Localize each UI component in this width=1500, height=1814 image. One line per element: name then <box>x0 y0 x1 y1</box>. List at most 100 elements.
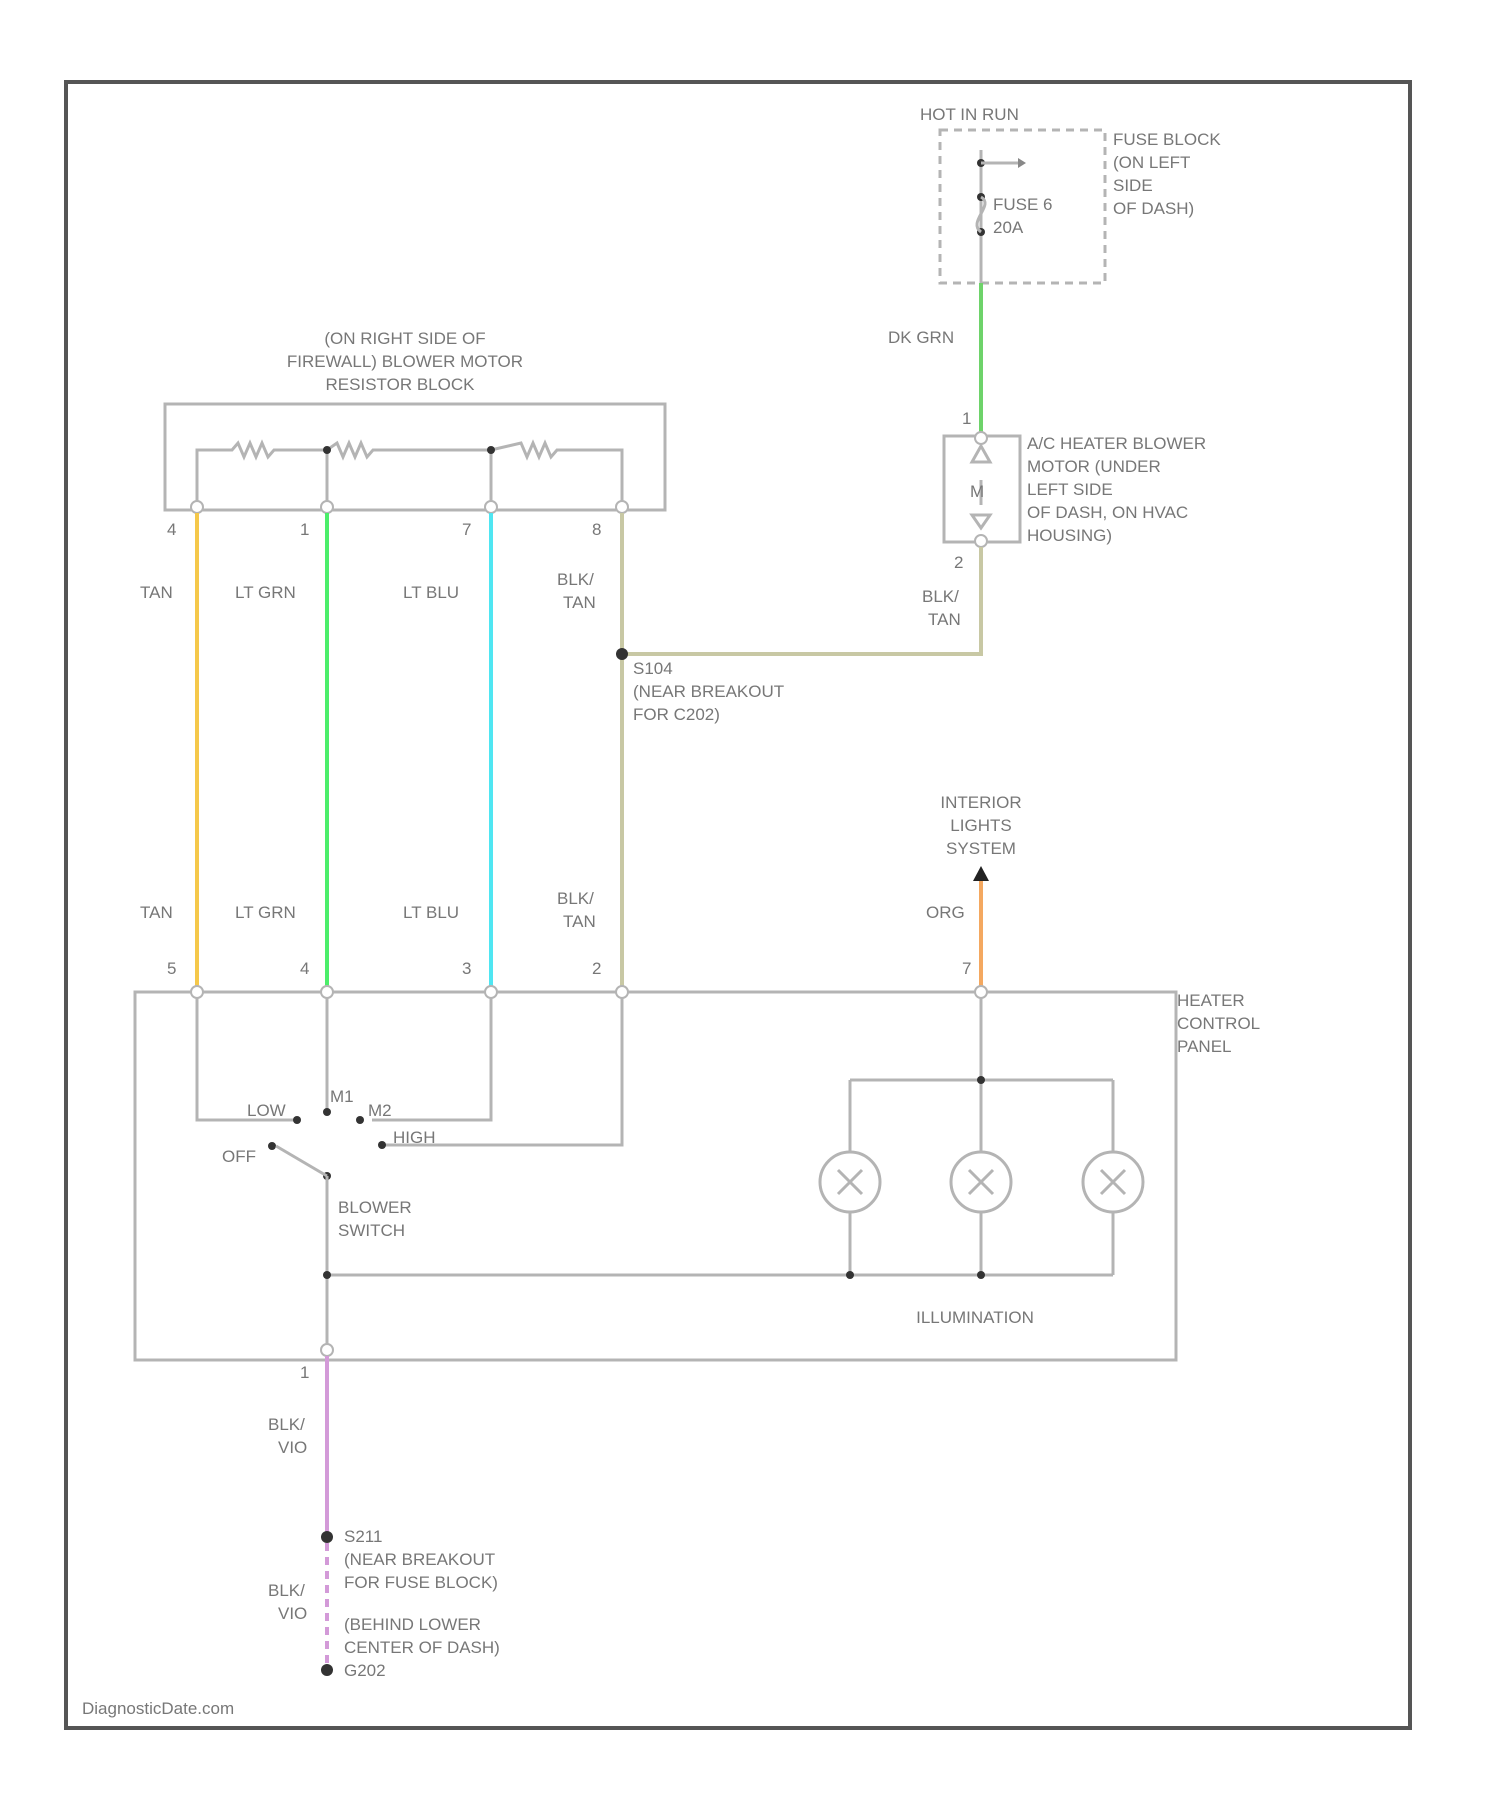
blower-motor-symbol-text: M <box>970 482 984 501</box>
switch-off-contact <box>268 1142 276 1150</box>
fuse-6-label: FUSE 6 <box>993 195 1053 214</box>
panel-pin-1: 1 <box>300 1363 309 1382</box>
blower-motor-label-2: MOTOR (UNDER <box>1027 457 1161 476</box>
illumination-feed <box>327 998 1113 1275</box>
s211-splice-node <box>321 1531 333 1543</box>
interior-lights-arrow <box>973 866 989 881</box>
resistor-block-box <box>165 404 665 510</box>
switch-pos-low: LOW <box>247 1101 286 1120</box>
blk-tan-top-label-1: BLK/ <box>557 570 594 589</box>
ground-label-2: CENTER OF DASH) <box>344 1638 500 1657</box>
panel-pin-2-terminal <box>616 986 628 998</box>
panel-pin-4-terminal <box>321 986 333 998</box>
resistor-pin-7: 7 <box>462 520 471 539</box>
s104-label-2: (NEAR BREAKOUT <box>633 682 784 701</box>
interior-lights-label-1: INTERIOR <box>940 793 1021 812</box>
hot-in-run-label: HOT IN RUN <box>920 105 1019 124</box>
fuse-block-location-4: OF DASH) <box>1113 199 1194 218</box>
resistor-pin-1-terminal <box>321 501 333 513</box>
tan-top-label: TAN <box>140 583 173 602</box>
panel-pin-5-terminal <box>191 986 203 998</box>
lt-blu-bottom-label: LT BLU <box>403 903 459 922</box>
resistor-pin-4-terminal <box>191 501 203 513</box>
interior-lights-label-3: SYSTEM <box>946 839 1016 858</box>
blk-vio-label-2a: BLK/ <box>268 1581 305 1600</box>
lamp-3-icon <box>1083 1152 1143 1212</box>
illumination-ground-node-2 <box>846 1271 854 1279</box>
watermark: DiagnosticDate.com <box>82 1699 234 1718</box>
ground-label-3: G202 <box>344 1661 386 1680</box>
blk-vio-label-2b: VIO <box>278 1604 307 1623</box>
illumination-ground-node-3 <box>977 1271 985 1279</box>
resistor-block-label-1: (ON RIGHT SIDE OF <box>324 329 485 348</box>
motor-blk-tan-label-1: BLK/ <box>922 587 959 606</box>
blk-tan-top-label-2: TAN <box>563 593 596 612</box>
resistor-pin-8: 8 <box>592 520 601 539</box>
heater-panel-label-2: CONTROL <box>1177 1014 1260 1033</box>
s211-label-2: (NEAR BREAKOUT <box>344 1550 495 1569</box>
blk-vio-label-1a: BLK/ <box>268 1415 305 1434</box>
s211-label-3: FOR FUSE BLOCK) <box>344 1573 498 1592</box>
switch-high-contact <box>378 1141 386 1149</box>
resistor-block: (ON RIGHT SIDE OF FIREWALL) BLOWER MOTOR… <box>165 329 665 539</box>
panel-pin-1-terminal <box>321 1344 333 1356</box>
blk-vio-label-1b: VIO <box>278 1438 307 1457</box>
org-label: ORG <box>926 903 965 922</box>
blower-motor-pin-2: 2 <box>954 553 963 572</box>
blk-tan-bottom-label-1: BLK/ <box>557 889 594 908</box>
fuse-block: HOT IN RUN FUSE 6 20A FUSE BLOCK (ON LEF… <box>920 105 1221 283</box>
blower-motor-label-1: A/C HEATER BLOWER <box>1027 434 1206 453</box>
dk-grn-label: DK GRN <box>888 328 954 347</box>
switch-high-wire <box>382 998 622 1145</box>
blower-switch-label-2: SWITCH <box>338 1221 405 1240</box>
blower-motor-label-3: LEFT SIDE <box>1027 480 1113 499</box>
heater-control-panel: HEATER CONTROL PANEL 5 4 3 2 7 1 LOW M1 … <box>135 959 1260 1382</box>
switch-pos-high: HIGH <box>393 1128 436 1147</box>
fuse-block-location-2: (ON LEFT <box>1113 153 1190 172</box>
s104-label-1: S104 <box>633 659 673 678</box>
lt-grn-bottom-label: LT GRN <box>235 903 296 922</box>
blower-motor-pin-1: 1 <box>962 409 971 428</box>
panel-pin-7-terminal <box>975 986 987 998</box>
fuse-bus-arrow-head <box>1018 158 1026 168</box>
tan-bottom-label: TAN <box>140 903 173 922</box>
interior-lights-label-2: LIGHTS <box>950 816 1011 835</box>
panel-pin-4: 4 <box>300 959 309 978</box>
lamp-1-icon <box>820 1152 880 1212</box>
g202-ground-node <box>321 1664 333 1676</box>
panel-pin-3: 3 <box>462 959 471 978</box>
fuse-block-location-1: FUSE BLOCK <box>1113 130 1221 149</box>
illumination-label: ILLUMINATION <box>916 1308 1034 1327</box>
lamp-2-icon <box>951 1152 1011 1212</box>
resistor-pin-4: 4 <box>167 520 176 539</box>
blower-motor-pin-2-terminal <box>975 535 987 547</box>
blower-switch-label-1: BLOWER <box>338 1198 412 1217</box>
illumination-top-node <box>977 1076 985 1084</box>
resistor-block-label-2: FIREWALL) BLOWER MOTOR <box>287 352 523 371</box>
lt-grn-top-label: LT GRN <box>235 583 296 602</box>
ground-label-1: (BEHIND LOWER <box>344 1615 481 1634</box>
switch-m2-contact <box>356 1116 364 1124</box>
heater-panel-label-3: PANEL <box>1177 1037 1232 1056</box>
resistor-pin-8-terminal <box>616 501 628 513</box>
illumination-ground-node-1 <box>323 1271 331 1279</box>
lt-blu-top-label: LT BLU <box>403 583 459 602</box>
heater-panel-label-1: HEATER <box>1177 991 1245 1010</box>
fuse-block-location-3: SIDE <box>1113 176 1153 195</box>
switch-low-contact <box>293 1116 301 1124</box>
resistor-tap-1 <box>323 446 331 454</box>
blower-motor-label-4: OF DASH, ON HVAC <box>1027 503 1188 522</box>
motor-blk-tan-label-2: TAN <box>928 610 961 629</box>
blower-motor-pin-1-terminal <box>975 432 987 444</box>
panel-pin-5: 5 <box>167 959 176 978</box>
s104-label-3: FOR C202) <box>633 705 720 724</box>
blower-motor-label-5: HOUSING) <box>1027 526 1112 545</box>
resistor-pin-7-terminal <box>485 501 497 513</box>
resistor-tap-2 <box>487 446 495 454</box>
switch-m1-contact <box>323 1108 331 1116</box>
switch-pos-m1: M1 <box>330 1087 354 1106</box>
blower-motor: 1 M 2 A/C HEATER BLOWER MOTOR (UNDER LEF… <box>944 409 1206 572</box>
blk-tan-bottom-label-2: TAN <box>563 912 596 931</box>
fuse-6-rating: 20A <box>993 218 1024 237</box>
